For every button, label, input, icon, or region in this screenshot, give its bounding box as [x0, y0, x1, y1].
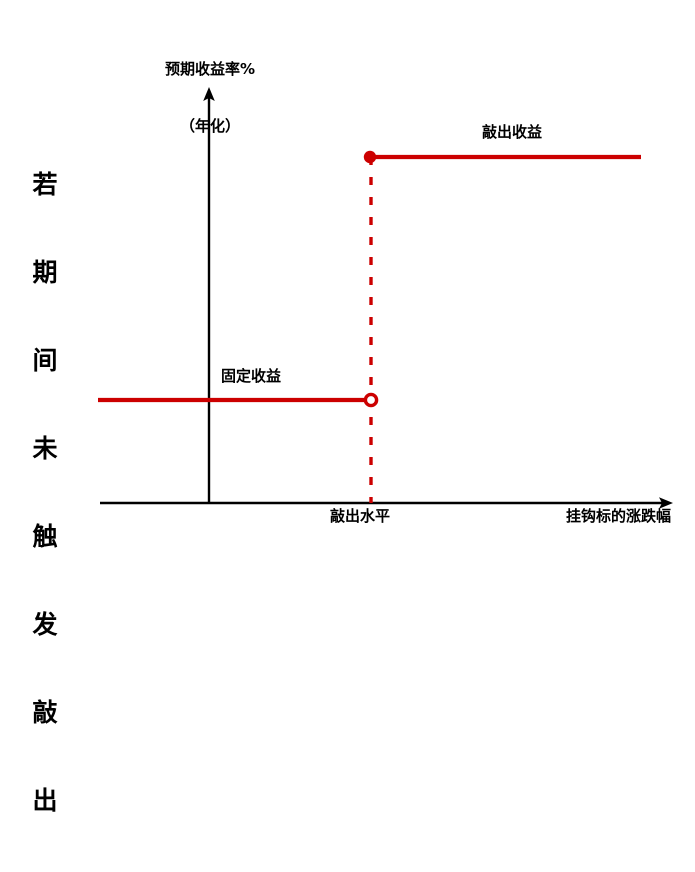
y-axis-title: 预期收益率% （年化） — [120, 32, 300, 164]
scenario-caption: 若 期 间 未 触 发 敲 出 — [22, 116, 68, 870]
scenario-caption-char: 出 — [32, 786, 58, 815]
scenario-caption-char: 间 — [32, 346, 58, 375]
y-axis — [203, 87, 215, 503]
scenario-caption-char: 若 — [32, 170, 58, 199]
scenario-caption-char: 未 — [32, 434, 58, 463]
knockout-point-marker — [363, 150, 377, 164]
x-axis-title: 挂钩标的涨跌幅 — [566, 507, 672, 525]
x-axis — [100, 497, 673, 509]
fixed-return-label: 固定收益 — [221, 367, 282, 385]
payoff-chart-canvas — [98, 87, 673, 509]
scenario-caption-char: 发 — [32, 610, 58, 639]
y-axis-title-line1: 预期收益率% — [164, 60, 256, 78]
y-axis-title-line2: （年化） — [179, 117, 240, 135]
scenario-caption-char: 期 — [32, 258, 58, 287]
knockout-level-tick-label: 敲出水平 — [330, 507, 391, 525]
fixed-return-endpoint-marker — [363, 392, 379, 408]
scenario-caption-char: 触 — [32, 522, 58, 551]
knockout-return-label: 敲出收益 — [482, 123, 543, 141]
scenario-caption-char: 敲 — [32, 698, 58, 727]
payoff-diagram: 若 期 间 未 触 发 敲 出 预期收益率% （年化） 固定收益 敲出收益 敲出… — [32, 32, 673, 815]
